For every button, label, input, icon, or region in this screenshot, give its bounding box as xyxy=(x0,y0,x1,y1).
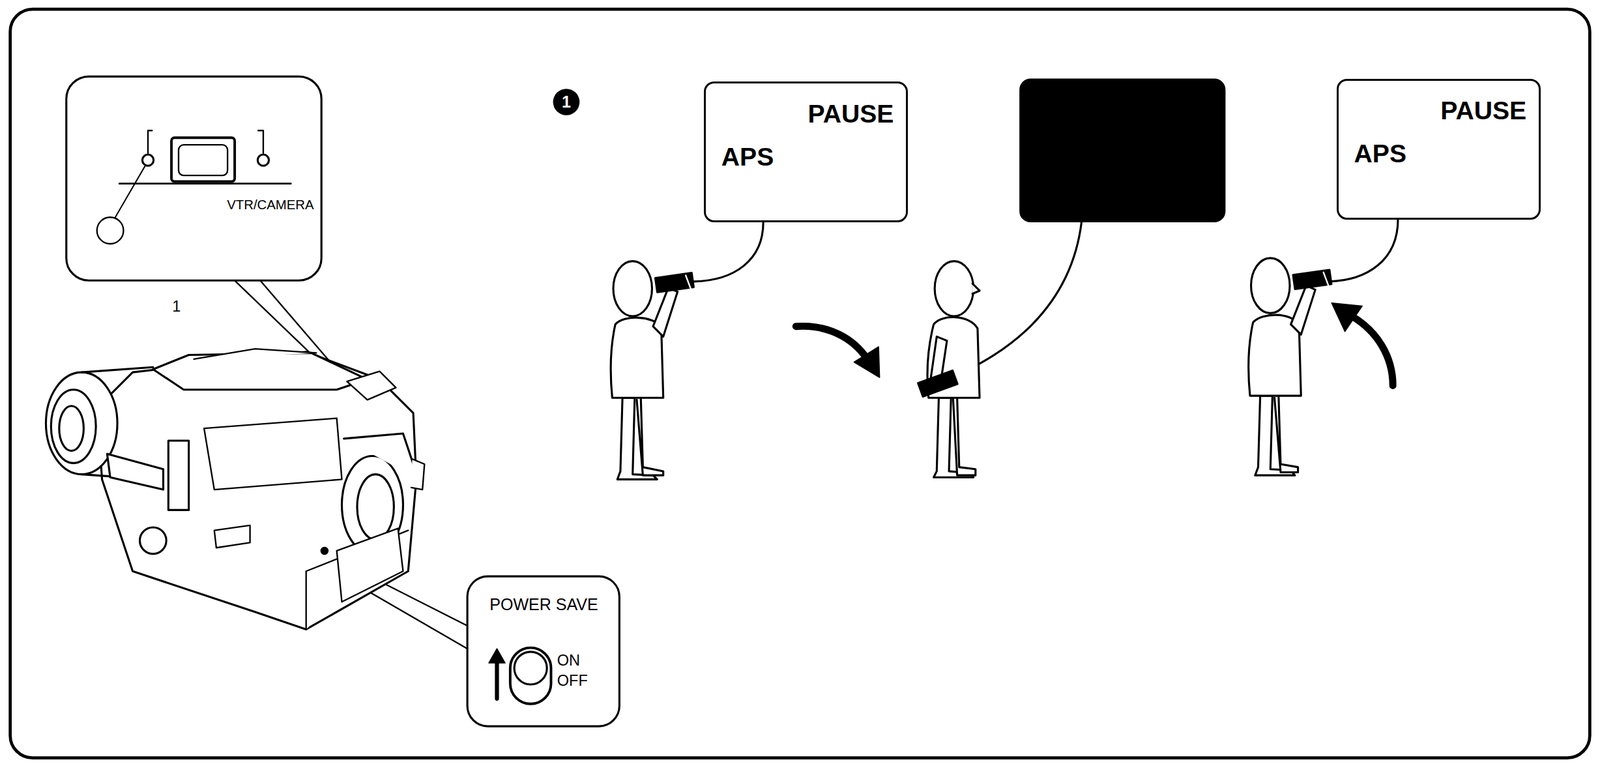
indicator-lamp xyxy=(257,154,269,166)
inset-panel: VTR/CAMERA 1 xyxy=(66,76,327,320)
aps-indicator: APS xyxy=(721,144,814,170)
pause-indicator: PAUSE xyxy=(1410,97,1527,124)
move-arrow xyxy=(795,325,868,359)
up-arrow xyxy=(494,660,499,699)
switch-position: OFF xyxy=(557,673,599,689)
vtr-camera-button xyxy=(171,137,235,182)
inset-bubble xyxy=(66,76,322,281)
outer-frame xyxy=(10,9,1591,758)
camcorder xyxy=(45,348,425,629)
power-switch-knob xyxy=(514,651,547,685)
switch-label: VTR/CAMERA xyxy=(219,198,322,212)
panel-line xyxy=(119,182,291,185)
person-viewing xyxy=(610,261,694,480)
switch-position: ON xyxy=(557,653,599,669)
viewfinder-screen: PAUSE APS xyxy=(703,81,908,223)
step-marker xyxy=(553,88,581,116)
move-arrow xyxy=(1352,316,1394,386)
step-number: 1 xyxy=(561,93,571,111)
callout-number: 1 xyxy=(169,299,184,315)
power-save-panel: POWER SAVE ON OFF xyxy=(467,576,620,727)
person-viewing xyxy=(1248,258,1332,476)
aps-indicator: APS xyxy=(1354,140,1447,167)
switch-label: POWER SAVE xyxy=(487,595,600,614)
move-arrow-head xyxy=(853,346,880,378)
callout-leader xyxy=(115,166,145,218)
power-save-bubble xyxy=(467,576,620,727)
person-lowered xyxy=(918,261,980,478)
screen-leader xyxy=(1328,218,1398,281)
up-arrow-head xyxy=(488,648,506,663)
vtr-camera-button-face xyxy=(178,144,228,176)
viewfinder-screen: PAUSE APS xyxy=(1336,78,1541,220)
black-screen xyxy=(1020,79,1225,222)
screen-leader xyxy=(694,222,764,282)
move-arrow-head xyxy=(1331,303,1363,332)
indicator-lamp xyxy=(142,154,154,166)
power-switch xyxy=(510,647,552,704)
callout-circle xyxy=(97,217,124,244)
pause-indicator: PAUSE xyxy=(777,101,894,127)
